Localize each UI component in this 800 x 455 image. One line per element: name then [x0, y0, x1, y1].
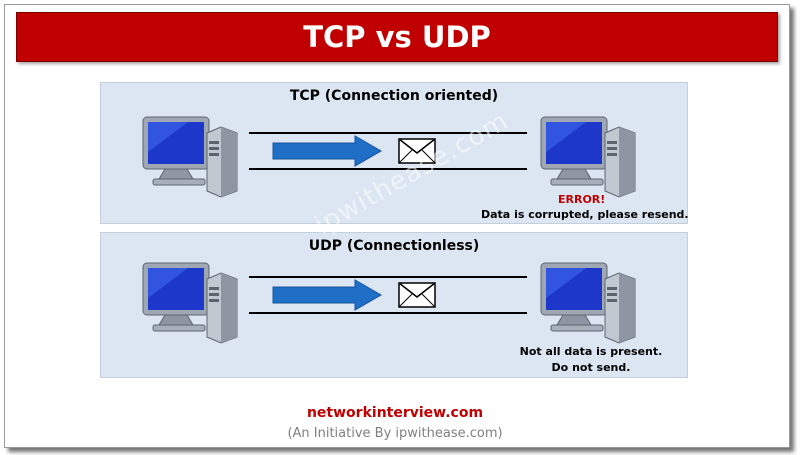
envelope-icon: [398, 282, 436, 308]
diagram-frame: [4, 4, 790, 448]
footer-tagline: (An Initiative By ipwithease.com): [287, 426, 503, 441]
desktop-computer-icon: [540, 116, 636, 198]
tcp-diagram: [142, 116, 636, 198]
desktop-computer-icon: [540, 262, 636, 344]
title-banner: TCP vs UDP: [16, 12, 778, 62]
error-label: ERROR!: [558, 193, 606, 206]
udp-diagram: [142, 262, 636, 344]
desktop-computer-icon: [142, 116, 238, 198]
right-arrow-icon: [272, 279, 383, 311]
right-arrow-icon: [272, 135, 383, 167]
envelope-icon: [398, 138, 436, 164]
desktop-computer-icon: [142, 262, 238, 344]
udp-message-line1: Not all data is present.: [519, 345, 663, 358]
udp-panel: UDP (Connectionless): [100, 232, 688, 378]
footer-site-name: networkinterview.com: [306, 405, 484, 421]
tcp-panel: TCP (Connection oriented): [100, 82, 689, 224]
tcp-heading: TCP (Connection oriented): [289, 88, 499, 104]
tcp-message: Data is corrupted, please resend.: [481, 208, 689, 221]
udp-message-line2: Do not send.: [551, 361, 631, 374]
udp-heading: UDP (Connectionless): [308, 238, 480, 254]
page-title: TCP vs UDP: [303, 20, 491, 54]
